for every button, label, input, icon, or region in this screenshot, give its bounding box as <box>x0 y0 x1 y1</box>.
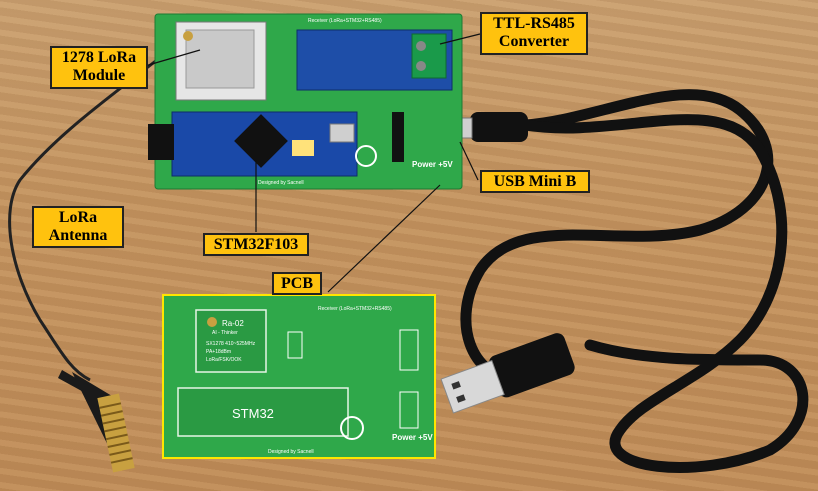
usb-a-plug <box>440 333 575 414</box>
label-lora-antenna: LoRa Antenna <box>32 206 124 248</box>
label-stm32f103: STM32F103 <box>203 233 309 256</box>
label-stm32-text: STM32F103 <box>213 236 299 253</box>
label-lora-module-line1: 1278 LoRa <box>61 49 137 66</box>
pcb-power: Power +5V <box>392 433 433 442</box>
label-antenna-line2: Antenna <box>48 227 108 244</box>
pcb-module-brand: AI - Thinker <box>212 330 238 336</box>
label-usb-text: USB Mini B <box>493 173 577 190</box>
label-pcb: PCB <box>272 272 322 295</box>
label-ttl-line2: Converter <box>498 33 570 50</box>
label-lora-module-line2: Module <box>72 67 126 84</box>
pcb-module-name: Ra-02 <box>222 319 244 328</box>
label-ttl-line1: TTL-RS485 <box>493 15 575 32</box>
pcb-title: Receiver (LoRa+STM32+RS485) <box>318 306 392 312</box>
label-usb-mini-b: USB Mini B <box>480 170 590 193</box>
antenna-body <box>58 370 135 473</box>
bare-pcb: Ra-02 AI - Thinker SX1278 410~525MHz PA+… <box>162 294 436 459</box>
pcb-designed: Designed by Sacnell <box>268 449 314 455</box>
board-top-title: Receiver (LoRa+STM32+RS485) <box>308 18 382 24</box>
board-top-power: Power +5V <box>412 160 453 169</box>
usb-cable <box>460 89 809 473</box>
label-lora-module: 1278 LoRa Module <box>50 46 148 89</box>
label-antenna-line1: LoRa <box>58 209 98 226</box>
assembled-board: Receiver (LoRa+STM32+RS485) Power +5V De… <box>148 13 463 190</box>
label-ttl-rs485: TTL-RS485 Converter <box>480 12 588 55</box>
pcb-module-spec3: LoRa/FSK/OOK <box>206 357 242 363</box>
pcb-stm-text: STM32 <box>232 406 274 421</box>
pcb-module-spec1: SX1278 410~525MHz <box>206 341 256 347</box>
label-pcb-text: PCB <box>281 275 313 292</box>
leader-lines <box>144 33 481 293</box>
board-top-designed: Designed by Sacnell <box>258 180 304 186</box>
pcb-module-spec2: PA+18dBm <box>206 349 231 355</box>
antenna-wire <box>8 36 186 382</box>
